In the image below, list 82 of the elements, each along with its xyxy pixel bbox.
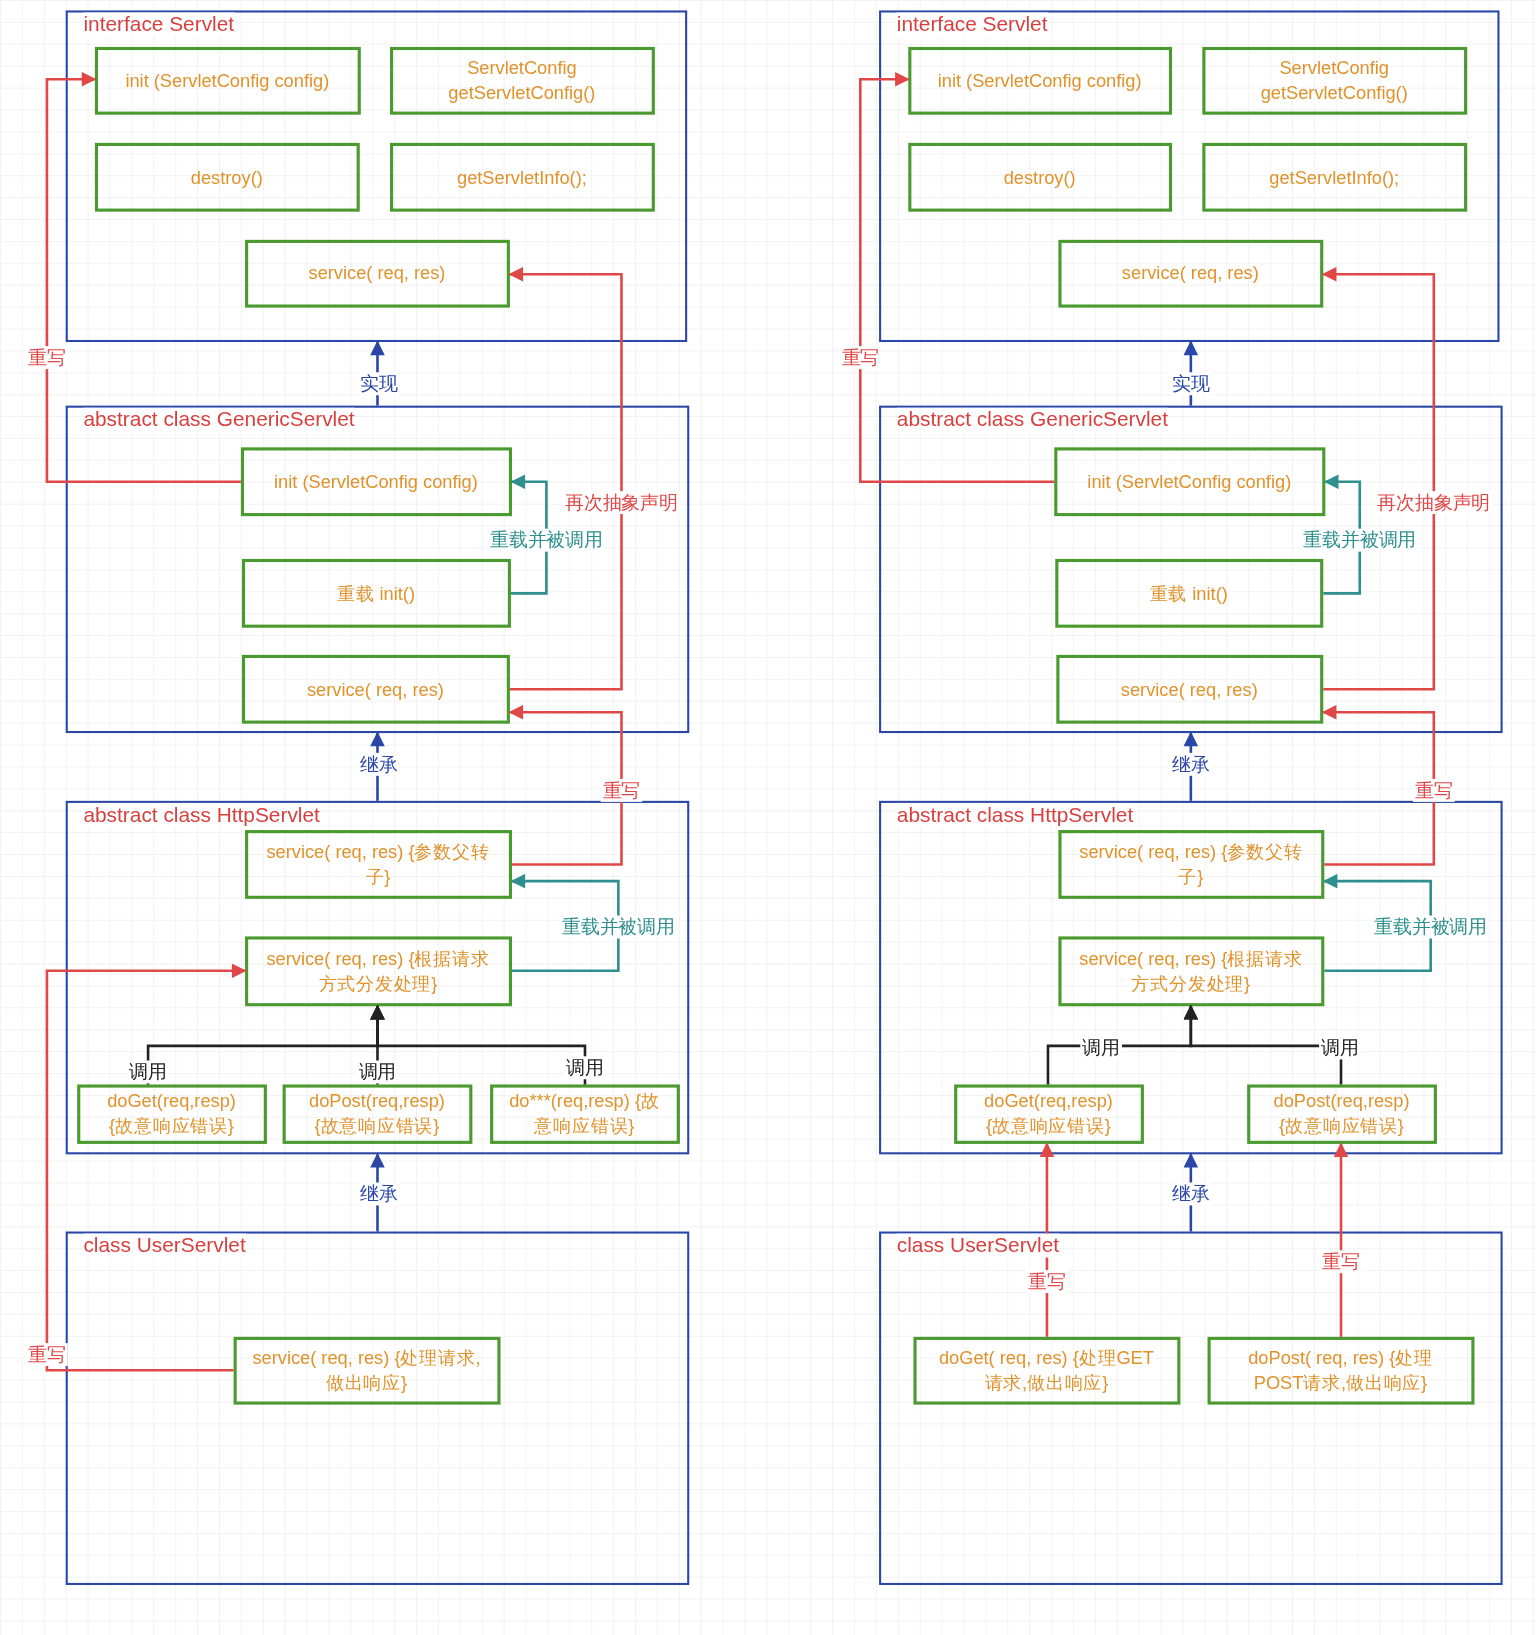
edge-label: 调用 <box>1080 1036 1122 1060</box>
arrow <box>859 71 1055 484</box>
method-box: getServletInfo(); <box>1201 142 1467 212</box>
method-box: doGet(req,resp) {故意响应错误} <box>953 1083 1144 1144</box>
method-box: init (ServletConfig config) <box>94 46 361 115</box>
edge-label: 重载并被调用 <box>559 915 677 939</box>
method-box: destroy() <box>907 142 1172 212</box>
method-box: service( req, res) <box>1057 239 1323 308</box>
method-box: ServletConfig getServletConfig() <box>1201 46 1467 115</box>
edge-label: 重载并被调用 <box>1301 528 1419 552</box>
class-title: abstract class HttpServlet <box>83 802 320 827</box>
arrow <box>1183 340 1199 406</box>
edge-label: 重写 <box>600 778 643 802</box>
edge-label: 重写 <box>1320 1250 1362 1274</box>
method-box: service( req, res) <box>244 239 510 308</box>
edge-label: 实现 <box>1170 372 1212 396</box>
edge-label: 再次抽象声明 <box>1375 491 1493 515</box>
method-box: service( req, res) {处理请求,做出响应} <box>233 1336 500 1405</box>
edge-label: 再次抽象声明 <box>563 491 680 515</box>
class-box <box>879 10 1500 343</box>
class-title: abstract class GenericServlet <box>83 407 355 432</box>
edge-label: 调用 <box>564 1056 606 1080</box>
method-box: service( req, res) {根据请求方式分发处理} <box>1057 935 1324 1006</box>
edge-label: 重写 <box>26 346 68 370</box>
method-box: doPost( req, res) {处理POST请求,做出响应} <box>1207 1336 1474 1405</box>
arrow <box>510 873 620 973</box>
method-box: service( req, res) {参数父转子} <box>244 829 512 899</box>
arrow <box>1183 1152 1199 1232</box>
edge-label: 重写 <box>1026 1270 1068 1294</box>
method-box: getServletInfo(); <box>389 142 655 212</box>
method-box: init (ServletConfig config) <box>1053 446 1325 516</box>
method-box: 重载 init() <box>241 558 511 628</box>
edge-label: 调用 <box>127 1060 169 1084</box>
class-title: abstract class HttpServlet <box>896 802 1134 827</box>
class-box <box>65 1231 690 1585</box>
arrow <box>1321 266 1436 691</box>
method-box: service( req, res) <box>1055 654 1323 724</box>
edge-label: 重写 <box>26 1343 68 1367</box>
method-box: service( req, res) {参数父转子} <box>1057 829 1324 899</box>
edge-label: 实现 <box>357 372 400 396</box>
arrow <box>370 1152 385 1232</box>
arrow <box>1321 704 1436 866</box>
edge-label: 继承 <box>1170 752 1212 776</box>
method-box: service( req, res) <box>241 654 510 724</box>
arrow <box>370 731 385 801</box>
edge-label: 调用 <box>1319 1036 1361 1060</box>
edge-label: 重载并被调用 <box>1372 915 1490 939</box>
edge-label: 继承 <box>1170 1182 1212 1206</box>
edge-label: 调用 <box>356 1060 399 1084</box>
edge-label: 继承 <box>357 752 400 776</box>
class-title: abstract class GenericServlet <box>896 407 1168 432</box>
method-box: destroy() <box>94 142 360 212</box>
edge-label: 重写 <box>839 346 882 370</box>
arrow <box>1323 474 1362 595</box>
arrow <box>508 266 623 691</box>
arrow <box>1183 731 1199 801</box>
method-box: do***(req,resp) {故意响应错误} <box>489 1083 680 1144</box>
edge-label: 重载并被调用 <box>488 528 605 552</box>
edge-label: 重写 <box>1412 778 1455 802</box>
method-box: doGet( req, res) {处理GET请求,做出响应} <box>912 1336 1180 1405</box>
class-title: interface Servlet <box>896 12 1048 37</box>
arrow <box>508 704 623 866</box>
method-box: init (ServletConfig config) <box>907 46 1172 115</box>
arrow <box>45 963 247 1372</box>
arrow <box>1322 873 1432 973</box>
class-box <box>65 10 688 343</box>
arrow <box>370 1004 587 1085</box>
arrow <box>1183 1004 1343 1085</box>
method-box: init (ServletConfig config) <box>240 446 512 516</box>
arrow <box>510 474 548 595</box>
method-box: 重载 init() <box>1054 558 1323 628</box>
arrow <box>1039 1142 1055 1337</box>
method-box: ServletConfig getServletConfig() <box>389 46 655 115</box>
class-title: class UserServlet <box>83 1233 246 1258</box>
arrow <box>45 71 241 484</box>
arrow <box>370 340 385 406</box>
class-title: interface Servlet <box>83 12 235 37</box>
edge-label: 继承 <box>357 1182 400 1206</box>
method-box: service( req, res) {根据请求方式分发处理} <box>244 935 512 1006</box>
arrow <box>1333 1142 1349 1337</box>
class-title: class UserServlet <box>896 1233 1060 1258</box>
method-box: doPost(req,resp) {故意响应错误} <box>1246 1083 1437 1144</box>
